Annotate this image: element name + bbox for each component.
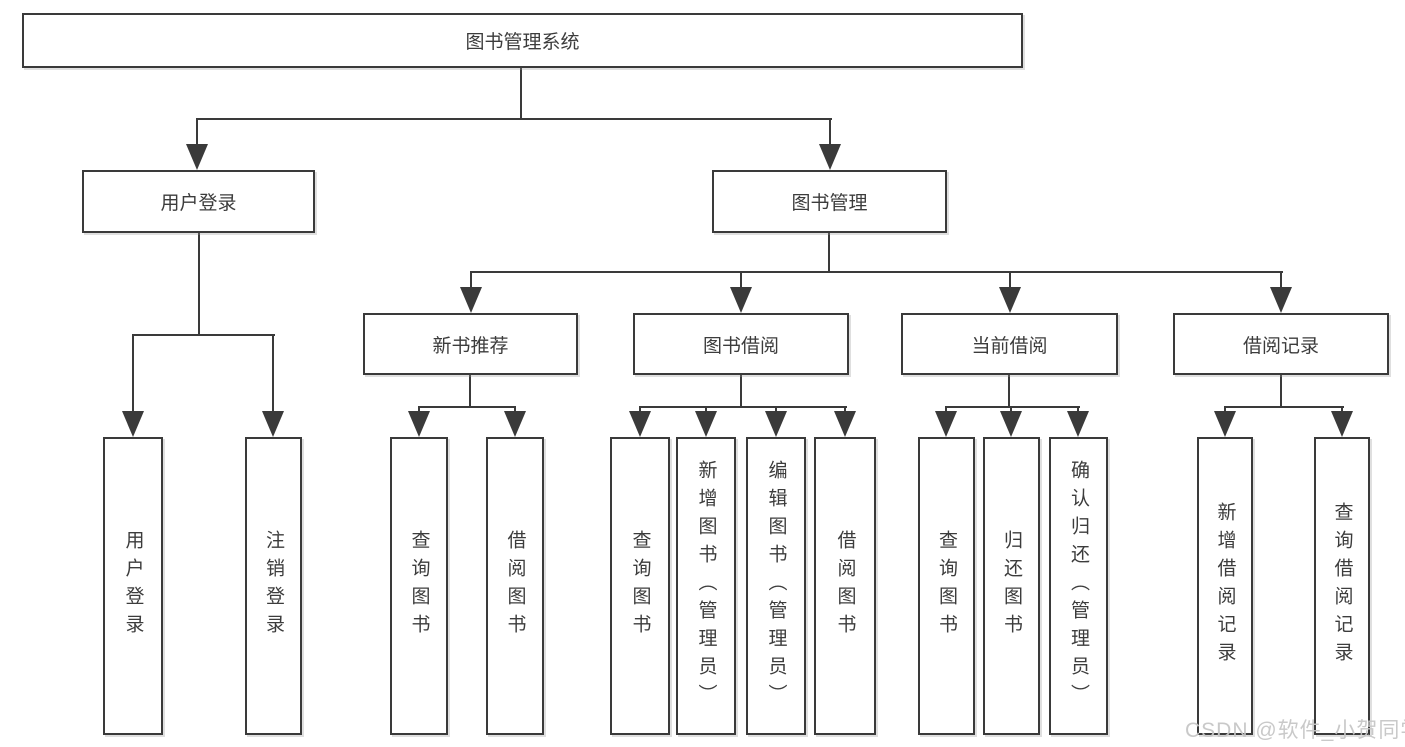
- leaf-user-login-label: 用户登录: [122, 530, 144, 642]
- leaf-borrow-books-2: 借阅图书: [814, 437, 876, 735]
- arrowhead-down-icon: [408, 411, 430, 437]
- connector-line: [470, 272, 472, 290]
- arrowhead-down-icon: [504, 411, 526, 437]
- leaf-user-login: 用户登录: [103, 437, 163, 735]
- node-root-label: 图书管理系统: [465, 32, 580, 53]
- leaf-query-books-1-label: 查询图书: [408, 530, 430, 642]
- connector-line: [639, 406, 847, 408]
- connector-line: [945, 406, 1080, 408]
- leaf-edit-books-admin-label: 编辑图书（管理员）: [765, 460, 787, 712]
- connector-line: [740, 375, 742, 408]
- arrowhead-down-icon: [1000, 411, 1022, 437]
- leaf-query-books-3-label: 查询图书: [936, 530, 957, 642]
- connector-line: [1280, 272, 1282, 290]
- connector-line: [132, 334, 275, 336]
- connector-line: [132, 335, 134, 415]
- connector-line: [1009, 272, 1011, 290]
- arrowhead-down-icon: [1331, 411, 1353, 437]
- node-user-login-label: 用户登录: [160, 193, 237, 214]
- leaf-query-borrow-record-label: 查询借阅记录: [1331, 502, 1353, 670]
- node-book-management-label: 图书管理: [791, 193, 868, 214]
- connector-line: [740, 272, 742, 290]
- node-book-borrowing-label: 图书借阅: [702, 335, 779, 357]
- node-book-borrowing: 图书借阅: [633, 313, 849, 375]
- connector-line: [520, 68, 522, 120]
- arrowhead-down-icon: [834, 411, 856, 437]
- connector-line: [1008, 375, 1010, 408]
- arrowhead-down-icon: [1067, 411, 1089, 437]
- csdn-watermark: CSDN @软件_小贺同学: [1185, 719, 1405, 742]
- arrowhead-down-icon: [1270, 287, 1292, 313]
- leaf-add-borrow-record: 新增借阅记录: [1197, 437, 1253, 735]
- connector-line: [829, 119, 831, 149]
- node-borrowing-records-label: 借阅记录: [1242, 335, 1319, 357]
- arrowhead-down-icon: [730, 287, 752, 313]
- arrowhead-down-icon: [819, 144, 841, 170]
- leaf-query-books-3: 查询图书: [918, 437, 975, 735]
- node-current-borrowing: 当前借阅: [901, 313, 1118, 375]
- arrowhead-down-icon: [629, 411, 651, 437]
- connector-line: [470, 271, 1283, 273]
- node-current-borrowing-label: 当前借阅: [971, 335, 1048, 357]
- connector-line: [272, 335, 274, 415]
- connector-line: [469, 375, 471, 408]
- leaf-confirm-return-admin-label: 确认归还（管理员）: [1068, 460, 1089, 712]
- leaf-query-borrow-record: 查询借阅记录: [1314, 437, 1370, 735]
- node-user-login: 用户登录: [82, 170, 315, 233]
- node-root: 图书管理系统: [22, 13, 1023, 68]
- connector-line: [198, 233, 200, 336]
- leaf-borrow-books-1: 借阅图书: [486, 437, 544, 735]
- node-borrowing-records: 借阅记录: [1173, 313, 1389, 375]
- connector-line: [1280, 375, 1282, 408]
- arrowhead-down-icon: [262, 411, 284, 437]
- arrowhead-down-icon: [1214, 411, 1236, 437]
- leaf-query-books-1: 查询图书: [390, 437, 448, 735]
- arrowhead-down-icon: [122, 411, 144, 437]
- leaf-borrow-books-2-label: 借阅图书: [834, 530, 856, 642]
- leaf-add-books-admin: 新增图书（管理员）: [676, 437, 736, 735]
- arrowhead-down-icon: [695, 411, 717, 437]
- leaf-return-books: 归还图书: [983, 437, 1040, 735]
- connector-line: [828, 233, 830, 273]
- node-book-management: 图书管理: [712, 170, 947, 233]
- connector-line: [196, 118, 832, 120]
- leaf-edit-books-admin: 编辑图书（管理员）: [746, 437, 806, 735]
- leaf-logout-label: 注销登录: [263, 530, 284, 642]
- node-new-book-recommendation-label: 新书推荐: [432, 335, 509, 357]
- leaf-add-borrow-record-label: 新增借阅记录: [1214, 502, 1236, 670]
- connector-line: [196, 119, 198, 149]
- leaf-query-books-2-label: 查询图书: [629, 530, 651, 642]
- leaf-add-books-admin-label: 新增图书（管理员）: [695, 460, 717, 712]
- arrowhead-down-icon: [186, 144, 208, 170]
- leaf-return-books-label: 归还图书: [1001, 530, 1022, 642]
- leaf-borrow-books-1-label: 借阅图书: [504, 530, 526, 642]
- arrowhead-down-icon: [460, 287, 482, 313]
- leaf-confirm-return-admin: 确认归还（管理员）: [1049, 437, 1108, 735]
- leaf-logout: 注销登录: [245, 437, 302, 735]
- connector-line: [1224, 406, 1344, 408]
- node-new-book-recommendation: 新书推荐: [363, 313, 578, 375]
- arrowhead-down-icon: [765, 411, 787, 437]
- leaf-query-books-2: 查询图书: [610, 437, 670, 735]
- arrowhead-down-icon: [999, 287, 1021, 313]
- arrowhead-down-icon: [935, 411, 957, 437]
- connector-line: [418, 406, 516, 408]
